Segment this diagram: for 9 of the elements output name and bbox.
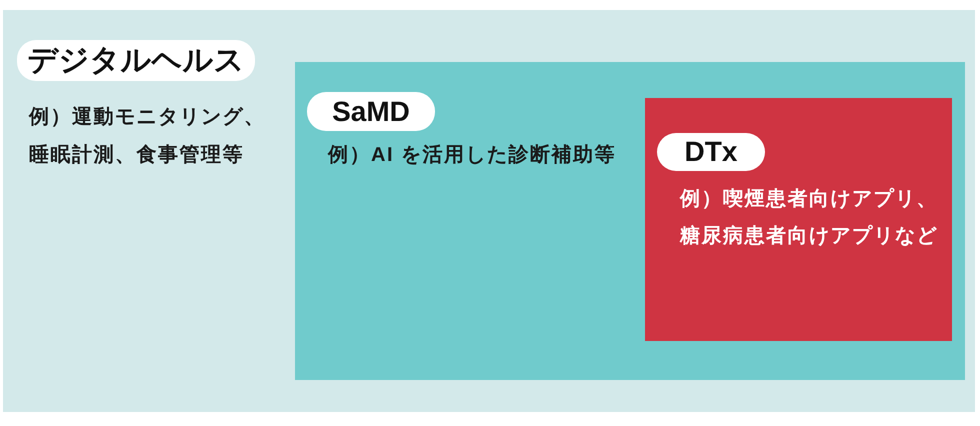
category-heading: DTx	[657, 133, 765, 171]
outer-panel	[3, 10, 975, 412]
category-heading: SaMD	[307, 92, 435, 131]
category-heading: デジタルヘルス	[17, 40, 255, 81]
example-text: 例）運動モニタリング、睡眠計測、食事管理等	[29, 105, 266, 168]
middle-panel	[295, 62, 965, 380]
inner-panel	[645, 98, 952, 341]
example-text: 例）喫煙患者向けアプリ、糖尿病患者向けアプリなど	[680, 186, 939, 249]
example-text: 例）AI を活用した診断補助等	[328, 143, 618, 168]
